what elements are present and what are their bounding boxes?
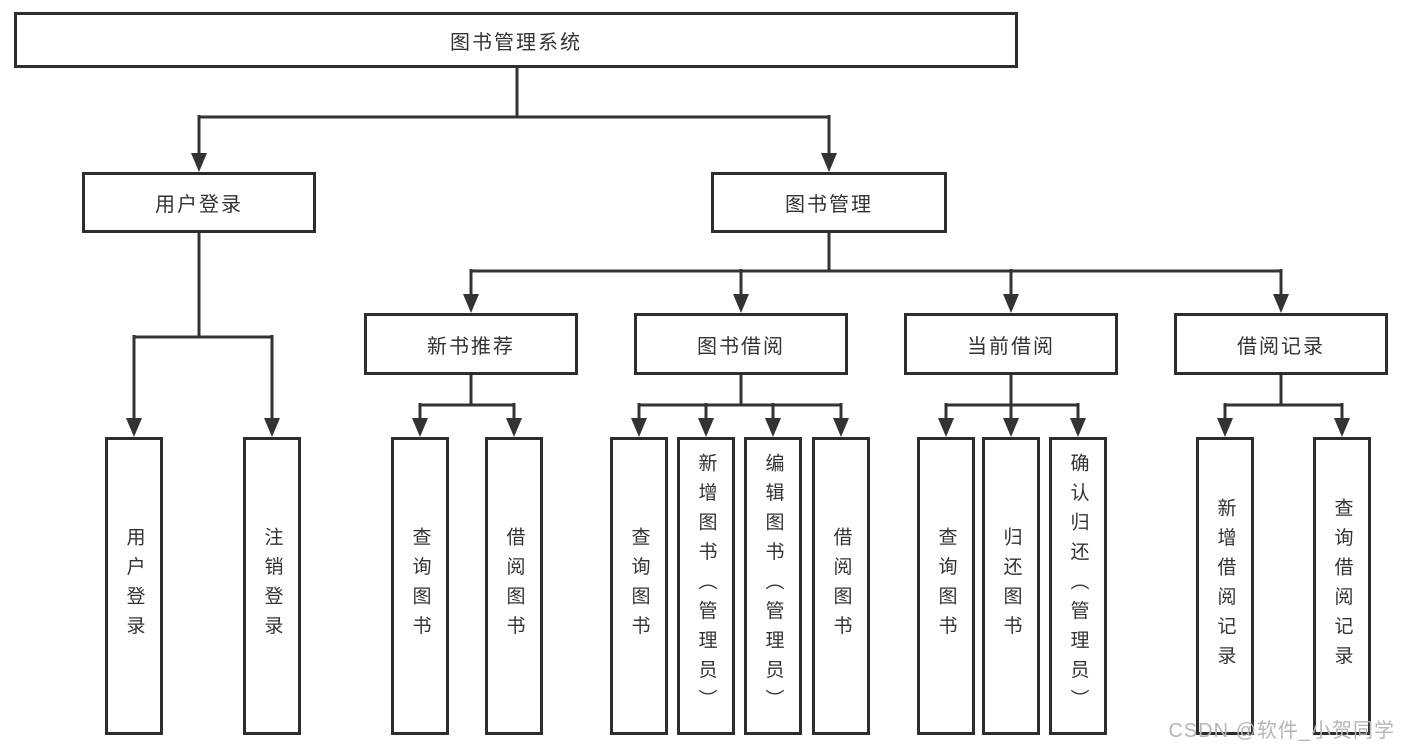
node-borrow-records: 借阅记录 bbox=[1174, 313, 1388, 375]
node-current-borrow: 当前借阅 bbox=[904, 313, 1118, 375]
leaf-borrow-books-borrow: 借阅图书 bbox=[812, 437, 870, 735]
node-library-management-system: 图书管理系统 bbox=[14, 12, 1018, 68]
leaf-return-book-label: 归还图书 bbox=[1000, 527, 1022, 645]
leaf-add-book-admin-label: 新增图书（管理员） bbox=[695, 453, 717, 719]
leaf-borrow-books-newbook-label: 借阅图书 bbox=[503, 527, 525, 645]
node-book-management: 图书管理 bbox=[711, 172, 947, 233]
leaf-query-borrow-record: 查询借阅记录 bbox=[1313, 437, 1371, 735]
leaf-borrow-books-newbook: 借阅图书 bbox=[485, 437, 543, 735]
node-user-login: 用户登录 bbox=[82, 172, 316, 233]
leaf-query-books-borrow-label: 查询图书 bbox=[628, 527, 650, 645]
leaf-user-login-label: 用户登录 bbox=[123, 527, 145, 645]
leaf-add-borrow-record: 新增借阅记录 bbox=[1196, 437, 1254, 735]
leaf-confirm-return-admin-label: 确认归还（管理员） bbox=[1067, 453, 1089, 719]
leaf-edit-book-admin: 编辑图书（管理员） bbox=[744, 437, 802, 735]
leaf-query-books-borrow: 查询图书 bbox=[610, 437, 668, 735]
node-new-book-recommend: 新书推荐 bbox=[364, 313, 578, 375]
arrowheads bbox=[126, 153, 1350, 437]
leaf-query-borrow-record-label: 查询借阅记录 bbox=[1331, 497, 1353, 675]
leaf-borrow-books-borrow-label: 借阅图书 bbox=[830, 527, 852, 645]
node-book-borrow: 图书借阅 bbox=[634, 313, 848, 375]
leaf-add-book-admin: 新增图书（管理员） bbox=[677, 437, 735, 735]
leaf-return-book: 归还图书 bbox=[982, 437, 1040, 735]
leaf-confirm-return-admin: 确认归还（管理员） bbox=[1049, 437, 1107, 735]
leaf-query-books-current: 查询图书 bbox=[917, 437, 975, 735]
leaf-user-login: 用户登录 bbox=[105, 437, 163, 735]
leaf-query-books-current-label: 查询图书 bbox=[935, 527, 957, 645]
leaf-edit-book-admin-label: 编辑图书（管理员） bbox=[762, 453, 784, 719]
leaf-query-books-newbook: 查询图书 bbox=[391, 437, 449, 735]
leaf-add-borrow-record-label: 新增借阅记录 bbox=[1214, 497, 1236, 675]
leaf-logout: 注销登录 bbox=[243, 437, 301, 735]
leaf-query-books-newbook-label: 查询图书 bbox=[409, 527, 431, 645]
leaf-logout-label: 注销登录 bbox=[261, 527, 283, 645]
